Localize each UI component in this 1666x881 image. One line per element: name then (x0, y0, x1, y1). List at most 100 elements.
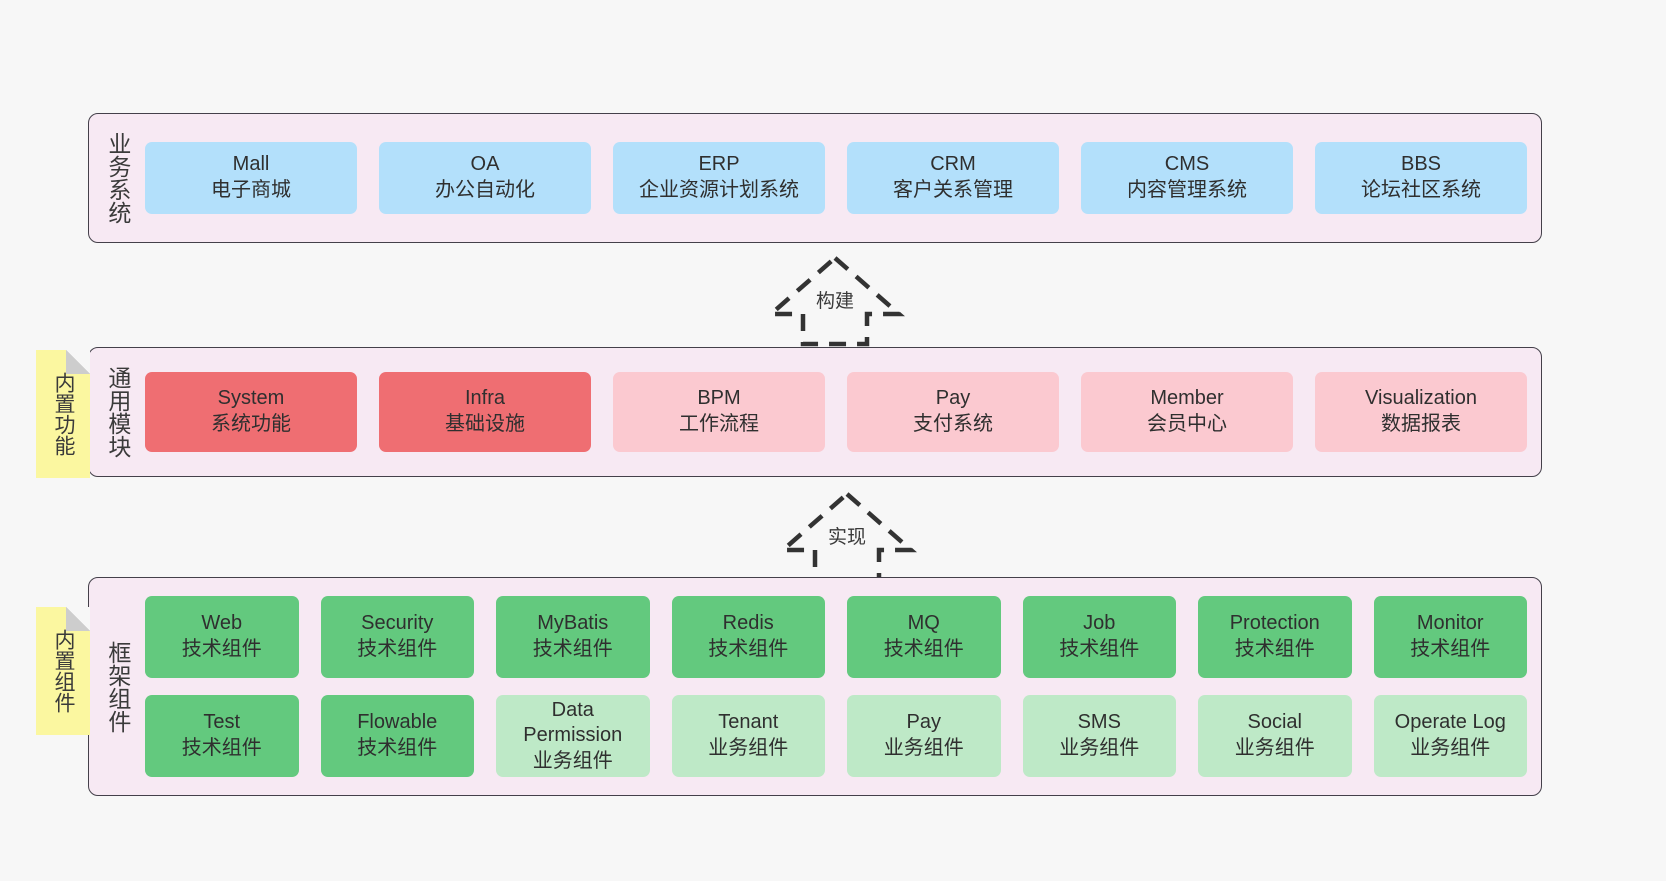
card-job-title: Job (1083, 612, 1116, 635)
layer-framework-component-body: Web 技术组件 Security 技术组件 MyBatis 技术组件 Redi… (145, 578, 1541, 795)
card-cms-title: CMS (1164, 153, 1210, 176)
card-pay-module[interactable]: Pay 支付系统 (847, 372, 1059, 452)
card-bbs-subtitle: 论坛社区系统 (1361, 179, 1481, 201)
arrow-build: 构建 (760, 252, 910, 348)
card-pay-module-title: Pay (935, 387, 971, 410)
arrow-build-label: 构建 (815, 291, 854, 312)
card-crm[interactable]: CRM 客户关系管理 (847, 142, 1059, 214)
card-tenant[interactable]: Tenant 业务组件 (671, 695, 825, 777)
card-social-subtitle: 业务组件 (1234, 737, 1315, 759)
card-member[interactable]: Member 会员中心 (1081, 372, 1293, 452)
card-bpm[interactable]: BPM 工作流程 (613, 372, 825, 452)
business-card-row: Mall 电子商城 OA 办公自动化 ERP 企业资源计划系统 CRM 客户关系… (145, 142, 1527, 214)
card-oa-title: OA (470, 153, 500, 176)
card-infra-subtitle: 基础设施 (445, 413, 525, 435)
card-system[interactable]: System 系统功能 (145, 372, 357, 452)
card-sms[interactable]: SMS 业务组件 (1022, 695, 1176, 777)
card-pay-component[interactable]: Pay 业务组件 (847, 695, 1001, 777)
card-mq[interactable]: MQ 技术组件 (847, 596, 1001, 678)
card-bpm-title: BPM (697, 387, 741, 410)
card-mybatis-subtitle: 技术组件 (532, 638, 613, 660)
card-test-title: Test (203, 711, 241, 734)
card-operate-log-title: Operate Log (1394, 711, 1506, 734)
card-erp-subtitle: 企业资源计划系统 (639, 179, 799, 201)
card-social-title: Social (1247, 711, 1302, 734)
card-redis-subtitle: 技术组件 (708, 638, 789, 660)
card-cms[interactable]: CMS 内容管理系统 (1081, 142, 1293, 214)
card-redis[interactable]: Redis 技术组件 (671, 596, 825, 678)
card-bpm-subtitle: 工作流程 (679, 413, 759, 435)
card-bbs-title: BBS (1400, 153, 1442, 176)
card-cms-subtitle: 内容管理系统 (1127, 179, 1247, 201)
sticky-note-builtin-function[interactable]: 内置功能 (36, 350, 90, 478)
card-data-permission[interactable]: Data Permission 业务组件 (496, 695, 650, 777)
card-infra[interactable]: Infra 基础设施 (379, 372, 591, 452)
layer-common-module: 通用模块 System 系统功能 Infra 基础设施 BPM 工作流程 Pay (88, 347, 1542, 477)
card-test-subtitle: 技术组件 (181, 737, 262, 759)
layer-common-module-body: System 系统功能 Infra 基础设施 BPM 工作流程 Pay 支付系统… (145, 348, 1541, 476)
card-flowable-title: Flowable (357, 711, 438, 734)
sticky-note-builtin-component-label: 内置组件 (51, 629, 75, 713)
arrow-build-shape (765, 255, 905, 347)
card-oa-subtitle: 办公自动化 (435, 179, 535, 201)
card-data-permission-subtitle: 业务组件 (532, 749, 613, 772)
card-mall-subtitle: 电子商城 (211, 179, 291, 201)
card-pay-component-subtitle: 业务组件 (883, 737, 964, 759)
card-test[interactable]: Test 技术组件 (145, 695, 299, 777)
framework-business-component-row: Test 技术组件 Flowable 技术组件 Data Permission … (145, 695, 1527, 777)
card-mall[interactable]: Mall 电子商城 (145, 142, 357, 214)
card-protection[interactable]: Protection 技术组件 (1198, 596, 1352, 678)
framework-tech-component-row: Web 技术组件 Security 技术组件 MyBatis 技术组件 Redi… (145, 596, 1527, 678)
card-pay-module-subtitle: 支付系统 (913, 413, 993, 435)
card-monitor-subtitle: 技术组件 (1410, 638, 1491, 660)
layer-common-module-label: 通用模块 (104, 366, 131, 458)
card-flowable[interactable]: Flowable 技术组件 (320, 695, 474, 777)
card-mybatis-title: MyBatis (537, 612, 609, 635)
card-data-permission-title: Data Permission (523, 698, 623, 747)
card-tenant-subtitle: 业务组件 (708, 737, 789, 759)
card-pay-component-title: Pay (906, 711, 941, 734)
sticky-note-builtin-component[interactable]: 内置组件 (36, 607, 90, 735)
layer-business-system-body: Mall 电子商城 OA 办公自动化 ERP 企业资源计划系统 CRM 客户关系… (145, 114, 1541, 242)
card-job[interactable]: Job 技术组件 (1022, 596, 1176, 678)
card-mq-subtitle: 技术组件 (883, 638, 964, 660)
card-redis-title: Redis (722, 612, 774, 635)
card-security[interactable]: Security 技术组件 (320, 596, 474, 678)
card-bbs[interactable]: BBS 论坛社区系统 (1315, 142, 1527, 214)
card-crm-title: CRM (930, 153, 976, 176)
card-system-subtitle: 系统功能 (211, 413, 291, 435)
card-monitor[interactable]: Monitor 技术组件 (1373, 596, 1527, 678)
card-protection-title: Protection (1229, 612, 1320, 635)
card-web[interactable]: Web 技术组件 (145, 596, 299, 678)
card-web-subtitle: 技术组件 (181, 638, 262, 660)
layer-framework-component-label: 框架组件 (104, 640, 131, 733)
card-security-title: Security (361, 612, 434, 635)
card-mq-title: MQ (907, 612, 940, 635)
card-security-subtitle: 技术组件 (357, 638, 438, 660)
card-crm-subtitle: 客户关系管理 (893, 179, 1013, 201)
card-monitor-title: Monitor (1416, 612, 1484, 635)
card-member-subtitle: 会员中心 (1147, 413, 1227, 435)
card-erp[interactable]: ERP 企业资源计划系统 (613, 142, 825, 214)
card-infra-title: Infra (464, 387, 506, 410)
card-flowable-subtitle: 技术组件 (357, 737, 438, 759)
arrow-implement: 实现 (772, 488, 922, 584)
card-social[interactable]: Social 业务组件 (1198, 695, 1352, 777)
layer-business-system: 业务系统 Mall 电子商城 OA 办公自动化 ERP 企业资源计划系统 CRM (88, 113, 1542, 243)
card-visualization-subtitle: 数据报表 (1381, 413, 1461, 435)
card-mall-title: Mall (232, 153, 270, 176)
layer-framework-component: 框架组件 Web 技术组件 Security 技术组件 MyBatis 技术组件… (88, 577, 1542, 796)
card-tenant-title: Tenant (718, 711, 779, 734)
card-erp-title: ERP (698, 153, 740, 176)
card-sms-subtitle: 业务组件 (1059, 737, 1140, 759)
sticky-note-builtin-function-label: 内置功能 (51, 372, 75, 456)
card-job-subtitle: 技术组件 (1059, 638, 1140, 660)
card-oa[interactable]: OA 办公自动化 (379, 142, 591, 214)
card-protection-subtitle: 技术组件 (1234, 638, 1315, 660)
card-operate-log[interactable]: Operate Log 业务组件 (1373, 695, 1527, 777)
card-mybatis[interactable]: MyBatis 技术组件 (496, 596, 650, 678)
arrow-implement-label: 实现 (827, 527, 866, 548)
card-visualization[interactable]: Visualization 数据报表 (1315, 372, 1527, 452)
layer-business-system-label: 业务系统 (104, 132, 131, 224)
